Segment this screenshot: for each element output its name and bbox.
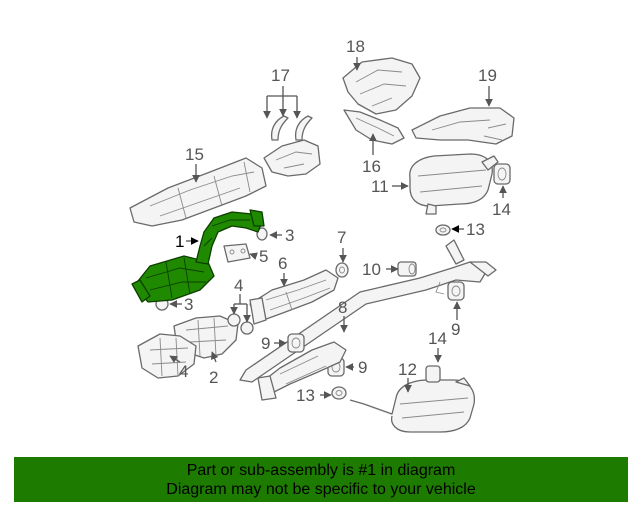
part-5-flange-gasket: [223, 243, 251, 263]
banner-line-1: Part or sub-assembly is #1 in diagram: [186, 462, 456, 479]
callout-4-top: 4: [234, 276, 243, 295]
part-18-heat-shield: [342, 57, 421, 115]
part-center-converter-pipe: [257, 341, 347, 401]
part-11-muffler: [409, 153, 499, 215]
part-7-gasket: [335, 262, 349, 278]
part-6-converter: [249, 269, 339, 325]
part-19-heat-shield: [411, 107, 515, 145]
part-9-hanger-right: [447, 281, 465, 301]
part-16-heat-shield-brackets: [263, 115, 321, 177]
part-14-hanger-top: [493, 163, 511, 185]
callout-13-bottom: 13: [296, 386, 315, 405]
part-13-gasket-top: [435, 224, 451, 236]
banner-line-2: Diagram may not be specific to your vehi…: [166, 481, 476, 498]
callout-9-right: 9: [451, 320, 460, 339]
part-13-gasket-bottom: [331, 386, 347, 400]
part-3-gasket-top: [256, 227, 268, 241]
part-4-manifold: [137, 333, 197, 379]
callout-14-bottom: 14: [428, 329, 447, 348]
callout-9-middle: 9: [358, 358, 367, 377]
callout-7: 7: [337, 228, 346, 247]
callout-11: 11: [371, 177, 389, 196]
callout-6: 6: [278, 254, 287, 273]
exhaust-parts-diagram: 18 19 17 16 15 11 14 13 1 3 5 7 6 10 4 3…: [129, 37, 515, 433]
callout-14-top: 14: [492, 200, 511, 219]
callout-18: 18: [346, 37, 365, 56]
callout-13-top: 13: [466, 220, 485, 239]
callout-12: 12: [398, 360, 417, 379]
callout-8: 8: [338, 298, 347, 317]
leader-lines: [169, 57, 507, 399]
info-banner: Part or sub-assembly is #1 in diagram Di…: [14, 457, 628, 502]
part-1-catalytic-converter: [131, 209, 265, 303]
callout-5: 5: [259, 247, 268, 266]
part-15-heat-shield: [129, 157, 267, 227]
part-8-center-pipe: [239, 239, 497, 383]
callout-17: 16: [362, 157, 381, 176]
callout-1: 1: [175, 232, 184, 251]
callout-3-bottom: 3: [184, 295, 193, 314]
callout-numbers: 18 19 17 16 15 11 14 13 1 3 5 7 6 10 4 3…: [175, 37, 511, 405]
part-4-gasket: [227, 313, 254, 335]
part-9-hanger-left: [287, 333, 305, 353]
callout-2: 2: [209, 368, 218, 387]
callout-3-top: 3: [285, 226, 294, 245]
callout-10: 10: [362, 260, 381, 279]
callout-19: 19: [478, 66, 497, 85]
callout-9-left: 9: [261, 334, 270, 353]
callout-15: 15: [185, 145, 204, 164]
callout-16: 17: [271, 66, 290, 85]
part-10-hanger: [397, 261, 417, 277]
part-17-heat-shield: [343, 109, 405, 145]
callout-4-bottom: 4: [179, 362, 188, 381]
